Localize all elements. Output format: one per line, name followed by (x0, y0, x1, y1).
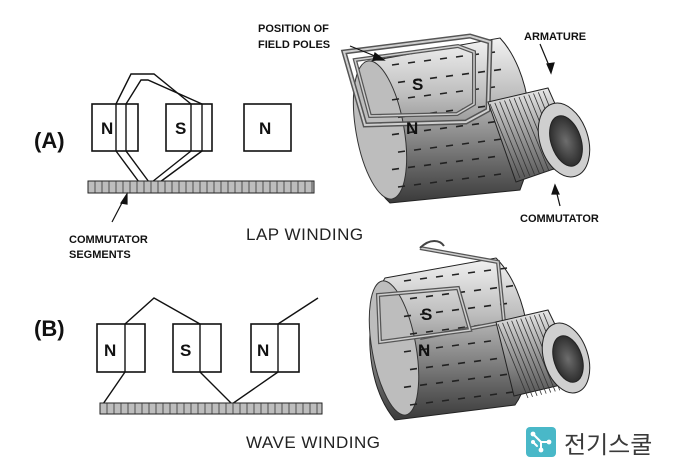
commutator-label: COMMUTATOR (520, 213, 599, 225)
lap-pole-n-right (243, 103, 292, 152)
wave-drum-pole-s: S (421, 305, 432, 324)
armature-arrow (539, 43, 555, 75)
lap-drum-pole-n: N (406, 119, 418, 138)
lap-pole-n-left (91, 103, 139, 152)
lap-conductors (115, 73, 203, 183)
lap-drum-pole-s: S (412, 75, 423, 94)
wave-commutator-strip (99, 402, 323, 415)
lap-pole-label-3: N (259, 119, 271, 138)
wave-winding-caption: WAVE WINDING (246, 433, 380, 452)
commutator-segments-label-1: COMMUTATOR (69, 234, 148, 246)
field-poles-label-1: POSITION OF (258, 23, 329, 35)
lap-winding-caption: LAP WINDING (246, 225, 364, 244)
lap-pole-s (165, 103, 213, 152)
lap-segments-arrow (111, 192, 128, 223)
wave-pole-label-1: N (104, 341, 116, 360)
lap-commutator-strip (87, 180, 315, 194)
circuit-chip-icon (526, 427, 556, 457)
lap-pole-label-1: N (101, 119, 113, 138)
watermark-logo: 전기스쿨 (524, 424, 692, 460)
part-a-tag: (A) (34, 128, 65, 153)
lap-pole-label-2: S (175, 119, 186, 138)
wave-pole-label-2: S (180, 341, 191, 360)
lap-field-poles (91, 103, 292, 152)
wave-pole-n-right (250, 323, 300, 373)
lap-armature-drawing: S N (340, 33, 591, 204)
field-poles-arrow (349, 45, 386, 61)
wave-pole-label-3: N (257, 341, 269, 360)
armature-label: ARMATURE (524, 31, 586, 43)
field-poles-label-2: FIELD POLES (258, 39, 330, 51)
wave-armature-drawing: S N (368, 240, 591, 421)
wave-field-poles (96, 323, 300, 373)
watermark-text: 전기스쿨 (564, 430, 653, 459)
wave-drum-pole-n: N (418, 341, 430, 360)
commutator-arrow (551, 183, 561, 207)
wave-pole-n-left (96, 323, 146, 373)
commutator-segments-label-2: SEGMENTS (69, 249, 131, 261)
part-b-tag: (B) (34, 316, 65, 341)
wave-pole-s (172, 323, 222, 373)
